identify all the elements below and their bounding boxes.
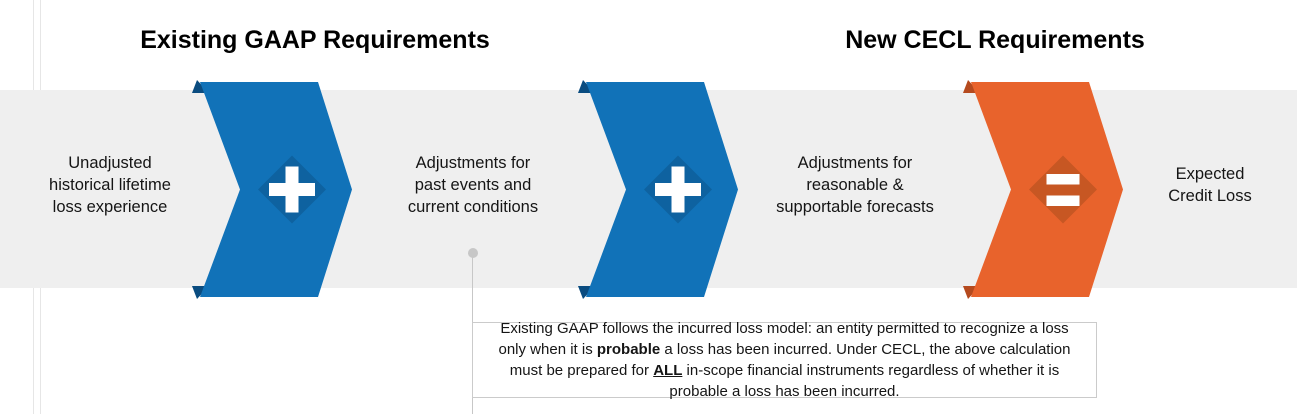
note-segment: a loss has been incurred. Under CECL, th…: [509, 341, 1071, 379]
step-label-forecasts: Adjustments for reasonable & supportable…: [776, 154, 934, 216]
equals-icon: [1046, 174, 1080, 206]
note-segment-all: ALL: [653, 362, 683, 379]
note-segment: in-scope financial instruments regardles…: [669, 362, 1060, 400]
chevron-arrow-1: [192, 80, 352, 299]
title-new-cecl: New CECL Requirements: [845, 26, 1145, 54]
plus-icon: [655, 166, 701, 213]
step-label-past-events: Adjustments for past events and current …: [407, 154, 539, 216]
step-label-expected-credit-loss: Expected Credit Loss: [1168, 165, 1252, 205]
note-segment-probable: probable: [596, 341, 661, 358]
step-label-unadjusted-historical: Unadjusted historical lifetime loss expe…: [49, 154, 171, 216]
diamond-badge: [1029, 155, 1097, 224]
plus-icon: [269, 166, 315, 213]
title-existing-gaap: Existing GAAP Requirements: [140, 26, 490, 54]
note-segment: Existing GAAP follows the incurred loss …: [498, 320, 1069, 358]
note-text: Existing GAAP follows the incurred loss …: [485, 318, 1084, 402]
chevron-arrow-3: [963, 80, 1123, 299]
gaap-cecl-note-box: Existing GAAP follows the incurred loss …: [472, 320, 1097, 400]
chevron-arrow-2: [578, 80, 738, 299]
callout-connector-dot: [468, 248, 478, 258]
